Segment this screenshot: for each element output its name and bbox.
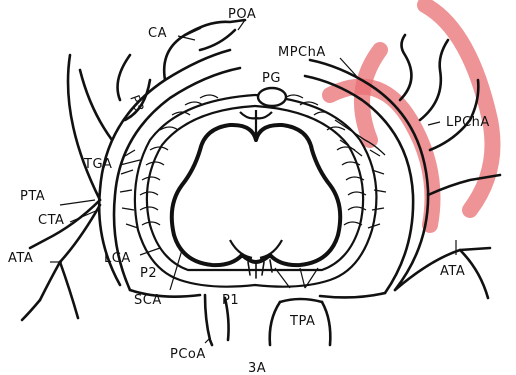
label-lca: LCA: [104, 251, 131, 266]
label-ata-left: ATA: [8, 251, 33, 266]
label-tpa: TPA: [289, 314, 315, 329]
label-mpcha: MPChA: [278, 45, 326, 60]
label-ca: CA: [148, 26, 167, 41]
label-p1: P1: [222, 293, 239, 308]
label-lpcha: LPChA: [446, 115, 490, 130]
pineal-gland: [258, 88, 286, 106]
label-ata-right: ATA: [440, 264, 465, 279]
label-sca: SCA: [134, 293, 162, 308]
label-cta: CTA: [38, 213, 64, 228]
label-pcoa: PCoA: [170, 347, 206, 362]
label-pg: PG: [262, 71, 281, 86]
label-ba: 3A: [248, 361, 266, 375]
midbrain-section: [135, 88, 377, 287]
label-tga: TGA: [83, 157, 112, 172]
label-pta: PTA: [20, 189, 45, 204]
label-p2: P2: [140, 266, 157, 281]
label-poa: POA: [228, 7, 256, 22]
